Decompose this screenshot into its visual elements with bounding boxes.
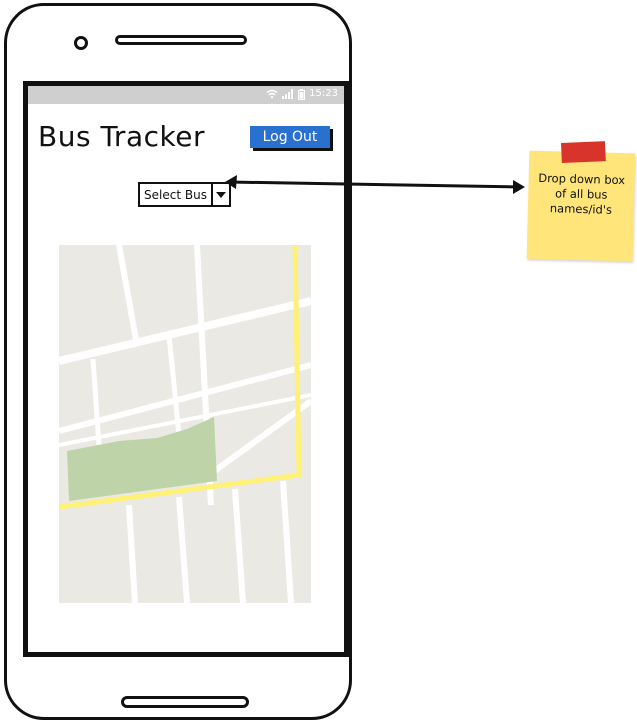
signal-icon (282, 89, 294, 99)
speaker-grille (115, 35, 247, 45)
map-highway (59, 245, 302, 510)
map-road (59, 393, 311, 447)
logout-button[interactable]: Log Out (250, 126, 330, 148)
status-icons: 15:23 (266, 88, 338, 100)
map-road (207, 398, 311, 478)
select-bus-label: Select Bus (144, 187, 207, 202)
battery-icon (298, 88, 306, 100)
status-time: 15:23 (309, 88, 338, 99)
map-road (116, 245, 140, 346)
map-road (90, 358, 102, 446)
sticky-note: Drop down box of all bus names/id's (526, 141, 636, 262)
map-road (126, 504, 138, 603)
map-road (232, 488, 246, 603)
tape (560, 141, 606, 163)
wifi-icon (266, 89, 278, 99)
map-road (280, 480, 294, 603)
map-road (166, 334, 182, 436)
camera-icon (74, 36, 88, 50)
select-bus-dropdown[interactable]: Select Bus (138, 182, 231, 207)
status-bar: 15:23 (28, 86, 344, 104)
map-road (59, 297, 311, 365)
bus-map[interactable] (59, 245, 311, 603)
home-button[interactable] (121, 696, 249, 708)
map-park (67, 417, 217, 501)
map-road (59, 362, 311, 434)
sticky-note-text: Drop down box of all bus names/id's (538, 170, 626, 217)
annotation-arrow (225, 175, 525, 194)
chevron-down-icon[interactable] (211, 184, 229, 205)
phone-frame: 15:23 Bus Tracker Log Out Select Bus (4, 3, 352, 720)
map-road (176, 496, 190, 603)
app-title: Bus Tracker (38, 120, 205, 153)
phone-screen: 15:23 Bus Tracker Log Out Select Bus (23, 81, 349, 657)
